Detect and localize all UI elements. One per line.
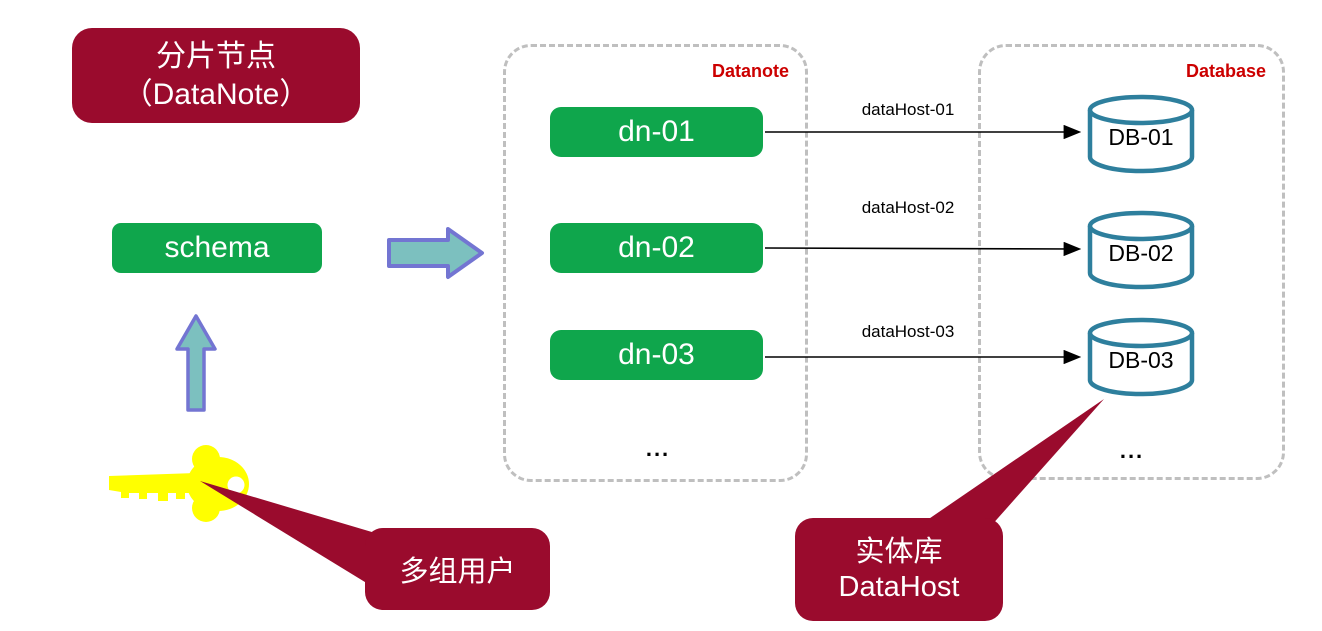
connection-label-datahost-01: dataHost-01 (861, 100, 955, 119)
connection-label-datahost-02: dataHost-02 (861, 198, 955, 217)
node-dn-03: dn-03 (550, 330, 763, 380)
database-cylinder-db-03: DB-03 (1086, 317, 1196, 397)
db-label: DB-03 (1108, 347, 1174, 373)
database-cylinder-db-02: DB-02 (1086, 210, 1196, 290)
node-dn-02: dn-02 (550, 223, 763, 273)
title-line2: （DataNote） (122, 77, 310, 111)
datanote-group-container: Datanote (503, 44, 808, 482)
node-dn-01: dn-01 (550, 107, 763, 157)
title-line1: 分片节点 (156, 40, 276, 73)
callout-datahost-line1: 实体库 (855, 535, 943, 568)
callout-users: 多组用户 (365, 528, 550, 610)
arrow-up-icon (175, 314, 217, 412)
datanote-group-label: Datanote (711, 61, 789, 81)
schema-box: schema (112, 223, 322, 273)
db-label: DB-01 (1108, 124, 1174, 150)
datanote-ellipsis: ... (645, 436, 671, 461)
arrow-right-icon (387, 227, 484, 279)
database-cylinder-db-01: DB-01 (1086, 94, 1196, 174)
database-ellipsis: ... (1119, 438, 1145, 463)
connection-label-datahost-03: dataHost-03 (861, 322, 955, 341)
database-group-container: Database (978, 44, 1285, 480)
cylinder-icon (1087, 210, 1195, 290)
database-group-label: Database (1185, 61, 1266, 81)
cylinder-icon (1087, 94, 1195, 174)
cylinder-icon (1087, 317, 1195, 397)
key-icon (109, 445, 249, 522)
title-box-datanote: 分片节点 （DataNote） (72, 28, 360, 123)
db-label: DB-02 (1108, 240, 1174, 266)
callout-datahost-line2: DataHost (838, 570, 960, 603)
callout-datahost: 实体库 DataHost (795, 518, 1003, 621)
